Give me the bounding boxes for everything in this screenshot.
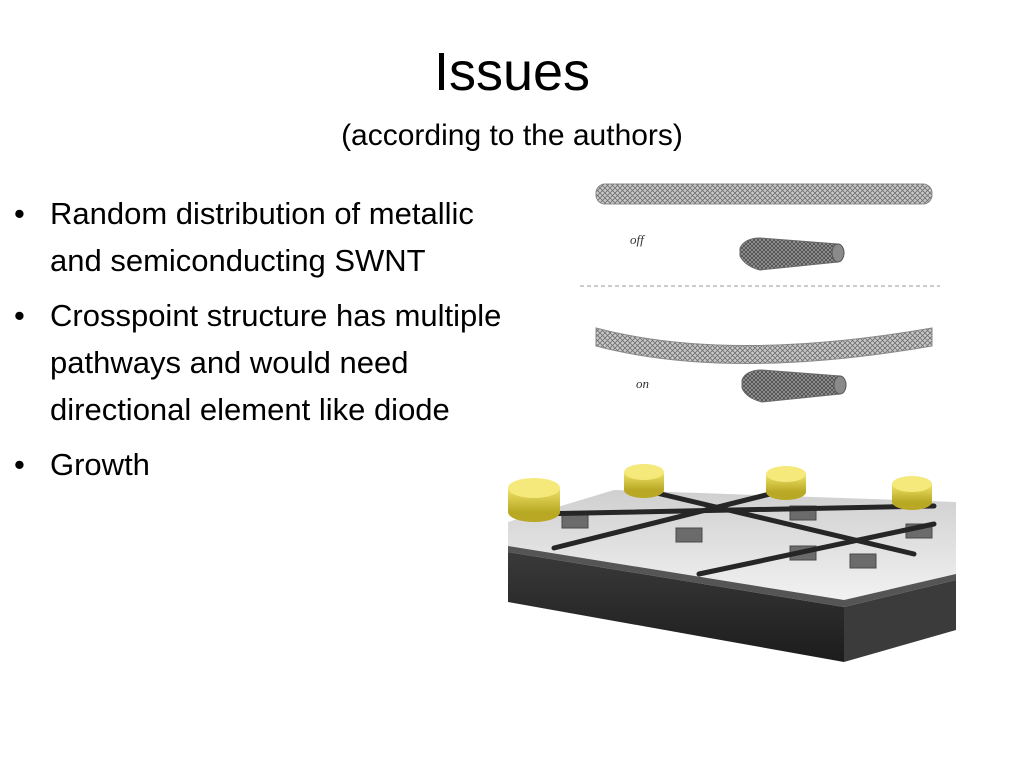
slide-subtitle: (according to the authors) — [341, 119, 683, 152]
substrate-top — [508, 490, 956, 607]
bullet-item-crosspoint-structure: • Crosspoint structure has multiple path… — [14, 292, 504, 433]
bullet-item-random-distribution: • Random distribution of metallic and se… — [14, 190, 504, 284]
lower-nanotube-off-end — [831, 243, 845, 263]
slide-title: Issues — [433, 42, 591, 102]
lower-nanotube-on — [741, 369, 847, 403]
lower-nanotube-on-end — [833, 375, 847, 395]
lower-electrode — [849, 553, 877, 569]
bullet-list: • Random distribution of metallic and se… — [14, 190, 504, 496]
state-on-label: on — [636, 376, 649, 391]
lower-electrode — [675, 527, 703, 543]
bullet-icon: • — [14, 298, 25, 333]
bullet-item-growth: • Growth — [14, 441, 504, 488]
electrode-pad — [508, 478, 560, 522]
bullet-text: Growth — [50, 447, 150, 482]
nanotube-wire — [696, 521, 937, 577]
nanotube-wire — [551, 485, 797, 551]
substrate-right-side — [844, 580, 956, 662]
state-off-label: off — [630, 232, 646, 247]
straight-nanotube — [595, 183, 933, 205]
substrate-side — [508, 552, 844, 662]
lower-electrode — [561, 513, 589, 529]
bullet-icon: • — [14, 447, 25, 482]
electrode-pad — [624, 464, 664, 498]
bullet-text: Random distribution of metallic and semi… — [50, 196, 474, 278]
bullet-icon: • — [14, 196, 25, 231]
bent-nanotube — [595, 327, 933, 364]
electrode-pad — [892, 476, 932, 510]
lower-nanotube-off — [739, 237, 845, 271]
crossbar-array-figure — [508, 464, 956, 662]
nanotube-wire — [641, 487, 917, 557]
nanotube-switch-figure: off on — [580, 183, 940, 403]
bullet-text: Crosspoint structure has multiple pathwa… — [50, 298, 502, 427]
electrode-pad — [766, 466, 806, 500]
